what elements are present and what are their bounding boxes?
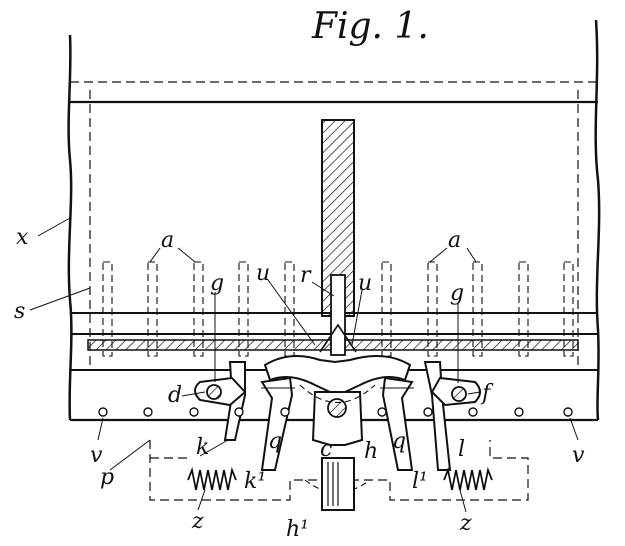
spring-z-right xyxy=(443,466,493,491)
tooth-slots xyxy=(102,261,574,357)
reference-labels: x s a a g g u u r d f q q c h k k¹ l l¹ … xyxy=(14,225,585,542)
plunger-rod xyxy=(330,274,346,356)
lower-housing-outline xyxy=(149,440,529,501)
pivot-pin-f xyxy=(451,386,467,402)
label-z-right: z xyxy=(459,511,472,536)
label-u-left: u xyxy=(256,261,270,286)
label-a-right: a xyxy=(448,228,461,253)
label-x: x xyxy=(16,225,29,250)
label-h1: h¹ xyxy=(286,517,309,542)
label-p: p xyxy=(100,465,114,490)
label-k: k xyxy=(196,435,209,460)
spring-z-left xyxy=(187,466,237,491)
label-v-right: v xyxy=(572,443,585,468)
figure-title: Fig. 1. xyxy=(311,6,429,47)
dashed-arc-upper xyxy=(299,384,376,404)
label-k1: k¹ xyxy=(244,469,266,494)
label-a-left: a xyxy=(161,228,174,253)
left-frame-wall xyxy=(67,34,73,421)
label-q-left: q xyxy=(268,429,282,454)
base-holes xyxy=(98,407,573,417)
right-frame-wall xyxy=(594,19,601,421)
label-z-left: z xyxy=(191,509,204,534)
label-f: f xyxy=(480,381,494,406)
leader-lines xyxy=(29,217,579,513)
center-pivot-c xyxy=(327,398,347,418)
label-h: h xyxy=(364,439,378,464)
plunger-tip xyxy=(319,323,357,353)
label-r: r xyxy=(300,263,312,288)
label-c: c xyxy=(320,437,332,462)
pivot-pin-d xyxy=(206,384,222,400)
label-q-right: q xyxy=(392,429,406,454)
label-g-right: g xyxy=(450,281,464,306)
label-s: s xyxy=(14,299,25,324)
label-l: l xyxy=(458,437,465,462)
lever-mechanism xyxy=(194,355,481,471)
bottom-plunger-shading xyxy=(327,462,339,506)
label-u-right: u xyxy=(358,271,372,296)
label-g-left: g xyxy=(210,271,224,296)
dashed-casing xyxy=(70,81,598,370)
label-v-left: v xyxy=(90,443,103,468)
label-l1: l¹ xyxy=(412,469,428,494)
label-d: d xyxy=(168,383,182,408)
